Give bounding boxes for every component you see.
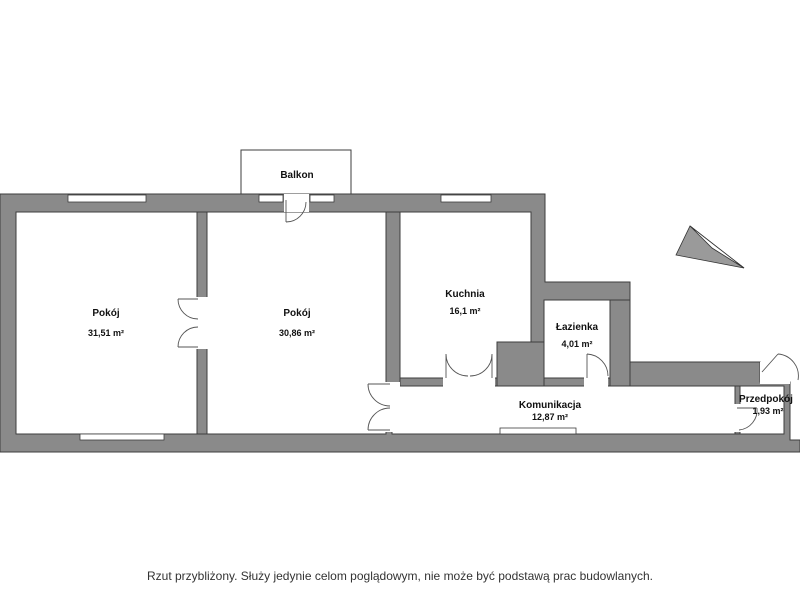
room-label-lazienka: Łazienka — [556, 322, 599, 333]
room-area-lazienka: 4,01 m² — [561, 339, 592, 349]
window-kuchnia — [440, 194, 492, 203]
room-label-balkon: Balkon — [280, 170, 313, 181]
door-hall-opening — [733, 404, 742, 432]
door-entrance-swing — [761, 353, 799, 381]
north-arrow-icon — [675, 225, 745, 269]
wall-bathroom-right — [609, 299, 631, 387]
door-lazienka-opening — [584, 376, 608, 388]
wall-bathroom-block — [496, 341, 545, 387]
door-hall-swing — [737, 407, 758, 431]
window-balcony-left — [258, 194, 284, 203]
wall-pokoj-kuchnia — [385, 211, 401, 387]
door-pokoj-opening — [196, 297, 208, 349]
room-area-komunikacja: 12,87 m² — [532, 412, 568, 422]
room-label-pokoj-1: Pokój — [92, 308, 119, 319]
window-pokoj1-bottom — [79, 433, 165, 441]
wall-bathroom-bottom — [543, 377, 611, 387]
door-lazienka-swing — [586, 353, 609, 378]
room-label-pokoj-2: Pokój — [283, 308, 310, 319]
balcony-door-opening — [284, 194, 309, 212]
balcony-door-swing — [285, 200, 307, 223]
door-entrance-opening — [760, 362, 790, 384]
disclaimer-text: Rzut przybliżony. Służy jedynie celom po… — [146, 569, 654, 583]
room-label-komunikacja: Komunikacja — [519, 400, 582, 411]
door-pokoj-swing — [177, 298, 199, 348]
door-kuchnia-swing — [445, 353, 493, 378]
room-area-przedpokoj: 1,93 m² — [752, 406, 783, 416]
window-balcony-right — [309, 194, 335, 203]
door-pokoj2-corridor-swing — [367, 383, 391, 431]
window-komunikacja-bottom — [499, 427, 577, 435]
room-label-przedpokoj: Przedpokój — [739, 394, 793, 405]
window-pokoj1 — [67, 194, 147, 203]
room-area-kuchnia: 16,1 m² — [449, 306, 480, 316]
door-pokoj2-corridor-opening — [384, 382, 400, 432]
room-area-pokoj-2: 30,86 m² — [279, 328, 315, 338]
door-kuchnia-opening — [443, 376, 495, 388]
room-area-pokoj-1: 31,51 m² — [88, 328, 124, 338]
room-label-kuchnia: Kuchnia — [445, 289, 485, 300]
balcony-outline — [240, 149, 352, 195]
